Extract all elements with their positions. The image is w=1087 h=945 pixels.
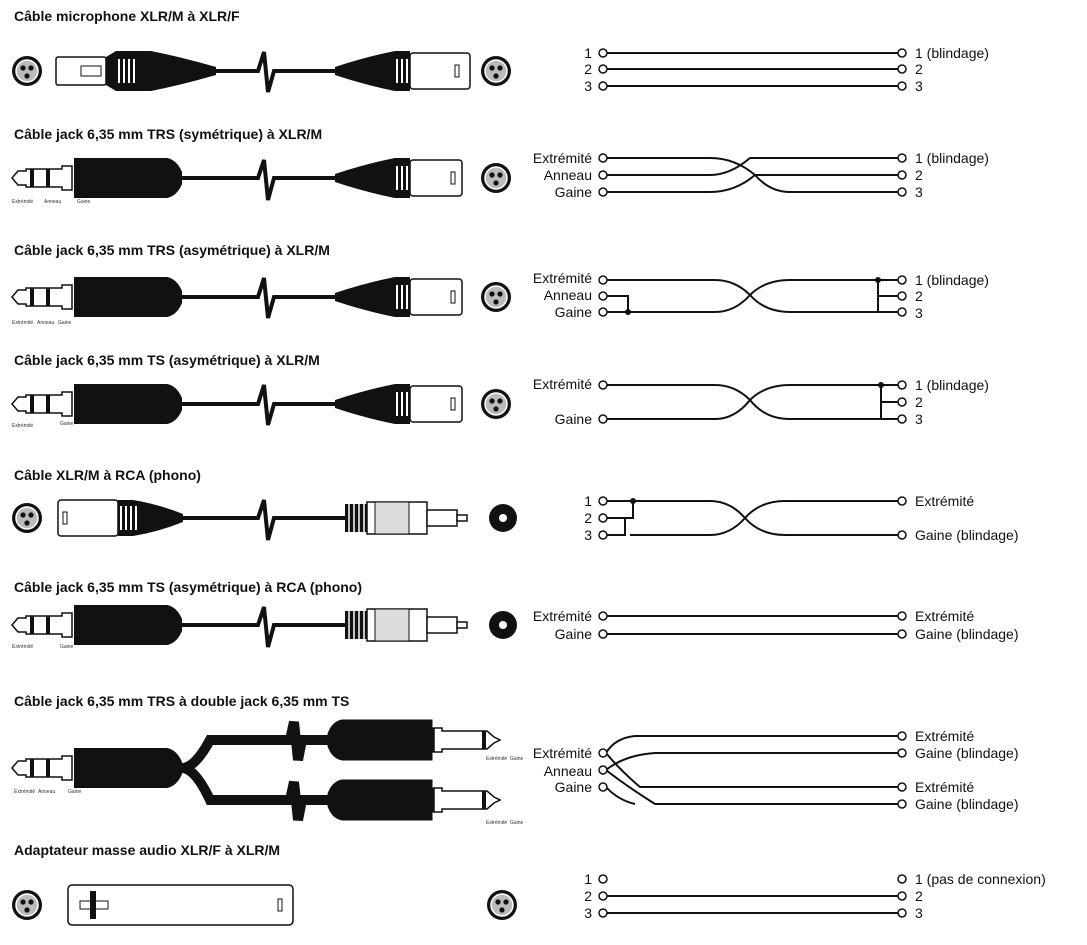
plug-label: Anneau <box>38 789 56 795</box>
pin-label: 3 <box>584 527 592 543</box>
plug-label: Extrémité <box>12 199 34 205</box>
pin-label: 1 <box>584 493 592 509</box>
jack-plug-icon <box>327 719 501 761</box>
terminals <box>598 48 907 918</box>
plug-label: Extrémité <box>12 644 34 650</box>
pin-label: Anneau <box>543 167 592 183</box>
jack-plug-icon <box>11 747 183 789</box>
plug-label: Anneau <box>44 199 62 205</box>
jack-plug-icon <box>327 779 501 821</box>
xlr-face-icon <box>480 55 512 87</box>
pin-label: 2 <box>584 510 592 526</box>
pin-label: Gaine (blindage) <box>915 527 1019 543</box>
xlr-face-icon <box>11 502 43 534</box>
xlr-face-icon <box>11 55 43 87</box>
pin-label: Extrémité <box>532 608 592 624</box>
pin-label: Gaine <box>554 304 592 320</box>
pin-label: 3 <box>915 305 923 321</box>
plug-label: Extrémité <box>14 789 36 795</box>
pin-label: 3 <box>915 78 923 94</box>
rca-plug-icon <box>344 608 468 642</box>
pin-label: Gaine <box>554 626 592 642</box>
wiring <box>605 52 899 914</box>
jack-plug-icon <box>11 157 183 199</box>
plug-label: Gaine <box>68 789 82 795</box>
pin-label: 2 <box>584 888 592 904</box>
pin-label: Extrémité <box>915 728 975 744</box>
section-title: Câble microphone XLR/M à XLR/F <box>14 8 240 24</box>
section-title: Câble jack 6,35 mm TS (asymétrique) à XL… <box>14 352 320 368</box>
pin-label: Gaine (blindage) <box>915 796 1019 812</box>
xlr-face-icon <box>11 889 43 921</box>
rca-plug-icon <box>344 501 468 535</box>
pin-label: Gaine (blindage) <box>915 626 1019 642</box>
section-title: Adaptateur masse audio XLR/F à XLR/M <box>14 842 281 858</box>
pin-label: Gaine <box>554 184 592 200</box>
pin-label: Anneau <box>543 763 592 779</box>
pin-label: 3 <box>915 184 923 200</box>
pin-label: 3 <box>915 411 923 427</box>
xlr-face-icon <box>480 281 512 313</box>
xlr-face-icon <box>486 889 518 921</box>
pin-label: Extrémité <box>915 493 975 509</box>
pin-label: 3 <box>584 905 592 921</box>
plug-label: Extrémité <box>12 320 34 326</box>
pin-label: Gaine <box>554 411 592 427</box>
section-title: Câble XLR/M à RCA (phono) <box>14 467 201 483</box>
plug-label: Gaine <box>60 421 74 427</box>
jack-plug-icon <box>11 276 183 318</box>
pin-label: 1 (blindage) <box>915 150 989 166</box>
pin-label: 2 <box>915 288 923 304</box>
pin-label: Extrémité <box>915 779 975 795</box>
rca-face-icon <box>489 504 517 532</box>
pin-label: 1 <box>584 45 592 61</box>
pin-label: 2 <box>915 888 923 904</box>
pin-label: 1 (blindage) <box>915 377 989 393</box>
pin-label: Extrémité <box>532 745 592 761</box>
pin-label: Extrémité <box>532 376 592 392</box>
section-title: Câble jack 6,35 mm TS (asymétrique) à RC… <box>14 579 363 595</box>
pin-label: 3 <box>584 78 592 94</box>
pin-label: 2 <box>584 61 592 77</box>
section-title: Câble jack 6,35 mm TRS à double jack 6,3… <box>14 693 350 709</box>
plug-label: Gaine <box>60 644 74 650</box>
pin-label: 1 (blindage) <box>915 45 989 61</box>
plug-label: Gaine <box>58 320 72 326</box>
jack-plug-icon <box>11 604 183 646</box>
pin-label: Extrémité <box>915 608 975 624</box>
pin-label: 2 <box>915 61 923 77</box>
section-title: Câble jack 6,35 mm TRS (asymétrique) à X… <box>14 242 330 258</box>
pin-label: 1 (pas de connexion) <box>915 871 1046 887</box>
plug-label: Extrémité <box>486 820 508 826</box>
pin-label: 2 <box>915 167 923 183</box>
plug-label: Gaine <box>510 756 524 762</box>
jack-plug-icon <box>11 383 183 425</box>
pin-label: Gaine (blindage) <box>915 745 1019 761</box>
pin-label: 3 <box>915 905 923 921</box>
pin-label: Gaine <box>554 779 592 795</box>
xlr-face-icon <box>480 388 512 420</box>
xlr-face-icon <box>480 162 512 194</box>
plug-label: Gaine <box>510 820 524 826</box>
section-title: Câble jack 6,35 mm TRS (symétrique) à XL… <box>14 126 323 142</box>
pin-label: 2 <box>915 394 923 410</box>
pin-label: Anneau <box>543 287 592 303</box>
pin-label: Extrémité <box>532 150 592 166</box>
rca-face-icon <box>489 611 517 639</box>
plug-label: Extrémité <box>486 756 508 762</box>
plug-label: Anneau <box>37 320 55 326</box>
pin-label: 1 (blindage) <box>915 272 989 288</box>
plug-label: Extrémité <box>12 423 34 429</box>
pin-label: 1 <box>584 871 592 887</box>
plug-label: Gaine <box>77 199 91 205</box>
pin-label: Extrémité <box>532 270 592 286</box>
